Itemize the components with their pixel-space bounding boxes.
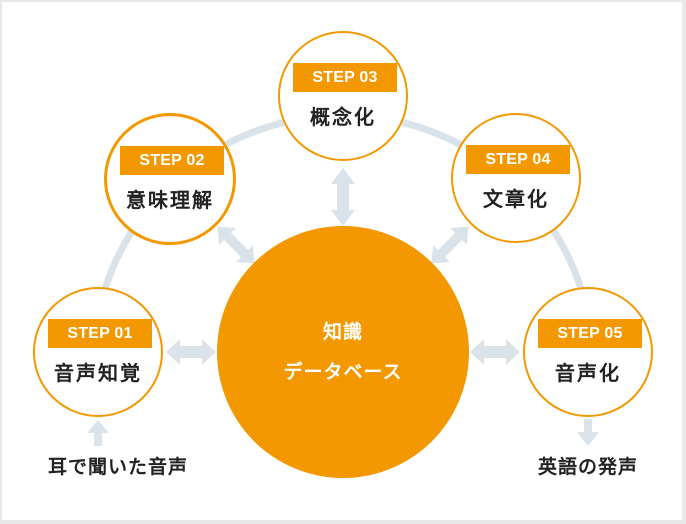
double-arrow-step04-center [431, 226, 469, 264]
step-label: 意味理解 [126, 188, 214, 212]
knowledge-database-circle: 知識 データベース [217, 226, 469, 478]
center-title: 知識 [322, 321, 363, 343]
step-label: 文章化 [483, 187, 549, 211]
step-label: 音声化 [555, 361, 621, 385]
step-badge: STEP 01 [48, 319, 152, 348]
step-badge: STEP 04 [466, 145, 570, 174]
double-arrow-step02-center [217, 226, 255, 264]
double-arrow-step01-center [166, 339, 216, 365]
double-arrow-step03-center [331, 168, 355, 226]
step-label: 音声知覚 [54, 361, 142, 385]
step-badge: STEP 03 [293, 63, 397, 92]
step-label: 概念化 [310, 105, 376, 129]
step-02-circle: STEP 02 意味理解 [104, 113, 236, 245]
output-arrow-down [577, 419, 599, 446]
double-arrow-center-step05 [470, 339, 520, 365]
step-05-circle: STEP 05 音声化 [523, 287, 653, 417]
input-arrow-up [87, 420, 109, 446]
step-badge: STEP 02 [120, 146, 224, 175]
step-01-circle: STEP 01 音声知覚 [33, 287, 163, 417]
step-badge: STEP 05 [538, 319, 642, 348]
input-label: 耳で聞いた音声 [47, 456, 188, 478]
output-label: 英語の発声 [537, 456, 638, 478]
step-04-circle: STEP 04 文章化 [451, 113, 581, 243]
step-03-circle: STEP 03 概念化 [278, 31, 408, 161]
center-subtitle: データベース [283, 361, 403, 383]
